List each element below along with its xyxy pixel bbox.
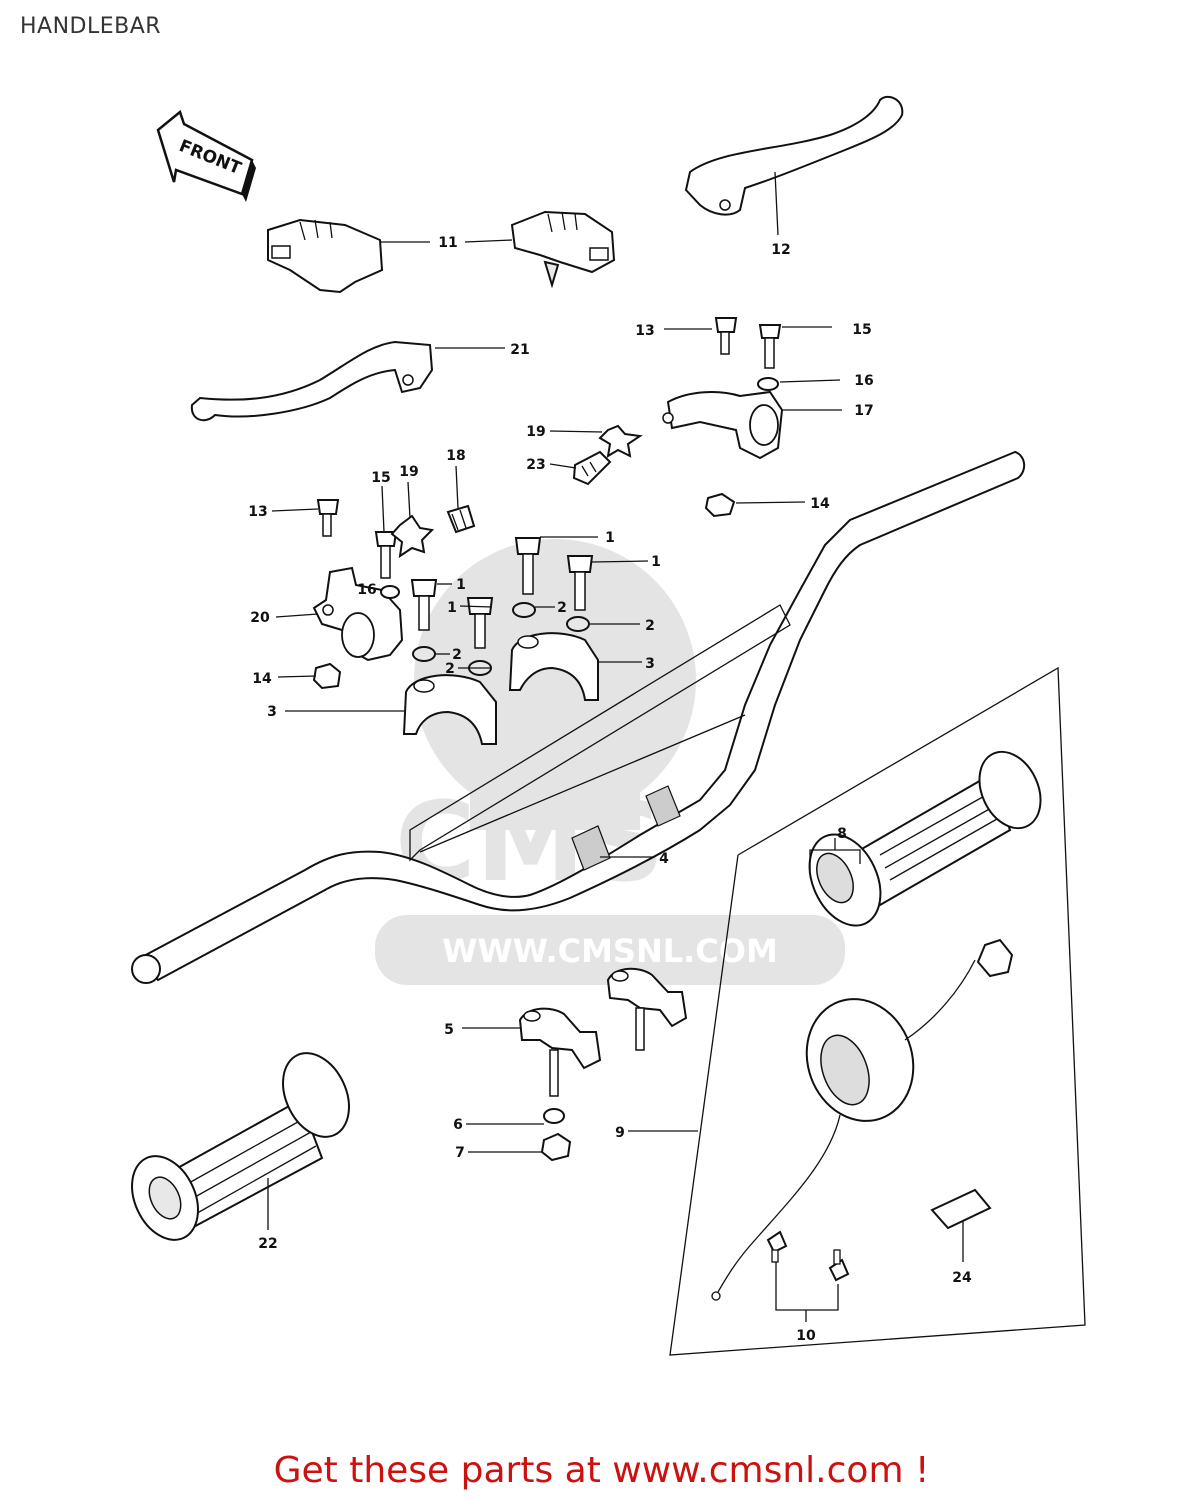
- lever-bracket-17: [662, 390, 784, 460]
- callout-16-lower: 16: [357, 582, 376, 598]
- nut-14-lower: [312, 662, 342, 690]
- callout-2-d: 2: [445, 661, 455, 677]
- bolt-1-b: [566, 555, 594, 611]
- callout-2-c: 2: [452, 647, 462, 663]
- clamp-3-lower: [402, 674, 497, 745]
- callout-2-a: 2: [557, 600, 567, 616]
- callout-7: 7: [455, 1145, 465, 1161]
- bolt-1-d: [466, 597, 494, 649]
- bolt-13-lower: [316, 499, 340, 537]
- callout-13-upper: 13: [635, 323, 654, 339]
- callout-14-lower: 14: [252, 671, 272, 687]
- callout-19-upper: 19: [526, 424, 545, 440]
- plate-24: [930, 1188, 992, 1230]
- handlebar-exploded-diagram: CMS WWW.CMSNL.COM FRONT: [131, 95, 1086, 1356]
- washer-2-a: [512, 602, 536, 618]
- callout-24: 24: [952, 1270, 972, 1286]
- grip-8: [808, 750, 1042, 927]
- callout-17: 17: [854, 403, 873, 419]
- switch-housing-11-left: [267, 218, 384, 294]
- callout-1-a: 1: [605, 530, 615, 546]
- throttle-housing-9: [711, 938, 1014, 1301]
- callout-16-upper: 16: [854, 373, 873, 389]
- callout-20: 20: [250, 610, 270, 626]
- watermark: CMS WWW.CMSNL.COM: [375, 539, 845, 985]
- callout-1-d: 1: [447, 600, 457, 616]
- callout-19-lower: 19: [399, 464, 418, 480]
- front-arrow-icon: FRONT: [156, 109, 256, 202]
- washer-2-c: [412, 646, 436, 662]
- footer-cta: Get these parts at www.cmsnl.com !: [273, 1450, 930, 1491]
- adjuster-23: [572, 450, 612, 486]
- clamp-3-upper: [508, 632, 599, 701]
- page-title: HANDLEBAR: [20, 14, 162, 39]
- nut-14-upper: [704, 492, 736, 518]
- bolt-1-c: [410, 579, 438, 631]
- watermark-url: WWW.CMSNL.COM: [442, 932, 778, 970]
- holder-5-lower: [518, 1007, 602, 1097]
- bolt-15-upper: [758, 324, 782, 369]
- bolt-13-upper: [714, 317, 738, 355]
- kit-boundary: [669, 666, 1086, 1356]
- brake-lever-12: [684, 95, 904, 216]
- callout-12: 12: [771, 242, 790, 258]
- lever-bracket-20: [312, 566, 404, 662]
- handlebar-4: [131, 450, 1026, 984]
- callout-2-b: 2: [645, 618, 655, 634]
- callout-4: 4: [659, 851, 669, 867]
- callout-15-upper: 15: [852, 322, 871, 338]
- callout-18: 18: [446, 448, 465, 464]
- callout-23: 23: [526, 457, 545, 473]
- washer-16-lower: [380, 585, 400, 599]
- callout-1-b: 1: [651, 554, 661, 570]
- leader-lines: [267, 171, 964, 1322]
- washer-2-b: [566, 616, 590, 632]
- washer-6: [543, 1108, 565, 1124]
- screw-10-b: [828, 1249, 850, 1282]
- callout-15-lower: 15: [371, 470, 390, 486]
- switch-housing-11-right: [510, 210, 616, 289]
- callout-labels: 11 12 21 13 15 16 17 19 23 14 13 15 19 1…: [248, 235, 972, 1344]
- grip-22: [131, 1052, 350, 1241]
- bolt-1-a: [514, 537, 542, 595]
- screw-10-a: [766, 1230, 788, 1263]
- callout-6: 6: [453, 1117, 463, 1133]
- adjuster-18: [446, 504, 476, 534]
- callout-1-c: 1: [456, 577, 466, 593]
- callout-3-lower: 3: [267, 704, 277, 720]
- bolt-15-lower: [374, 531, 398, 579]
- locknut-19-upper: [598, 424, 643, 458]
- locknut-19-lower: [390, 514, 435, 559]
- callout-13-lower: 13: [248, 504, 267, 520]
- holder-5-upper: [606, 967, 688, 1051]
- callout-9: 9: [615, 1125, 625, 1141]
- callout-22: 22: [258, 1236, 277, 1252]
- callout-5: 5: [444, 1022, 454, 1038]
- callout-8: 8: [837, 826, 847, 842]
- callout-3-upper: 3: [645, 656, 655, 672]
- callout-11: 11: [438, 235, 457, 251]
- callout-10: 10: [796, 1328, 816, 1344]
- nut-7: [540, 1132, 572, 1162]
- washer-16-upper: [757, 377, 779, 391]
- callout-21: 21: [510, 342, 529, 358]
- callout-14-upper: 14: [810, 496, 830, 512]
- clutch-lever-21: [190, 340, 434, 422]
